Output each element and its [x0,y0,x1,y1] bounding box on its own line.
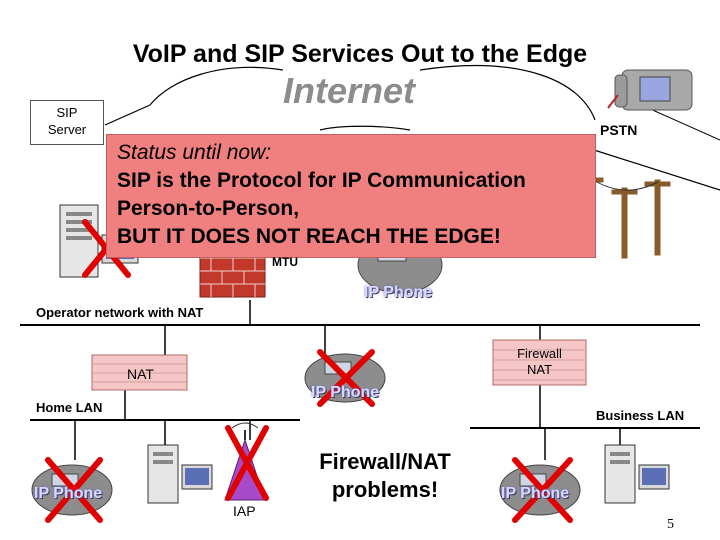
pstn-phone-icon [607,69,693,111]
business-lan-label: Business LAN [596,408,685,423]
internet-cloud-arc-left [149,66,284,106]
business-fw-nat-box [492,339,587,386]
firewall-nat-label: Firewall NAT [517,346,562,377]
business-pc-icon [604,444,670,504]
pstn-line-right [593,149,720,191]
status-line-protocol: SIP is the Protocol for IP Communication [117,169,526,192]
sip-server-label: SIP Server [30,100,104,145]
internet-cloud-arc-right [419,65,596,121]
status-heading: Status until now: [117,141,272,164]
ip-phone-label-home: IP Phone [34,485,103,502]
operator-network-label: Operator network with NAT [36,305,204,320]
ip-phone-label-middle: IP Phone [311,384,380,401]
status-box: Status until now: SIP is the Protocol fo… [106,134,596,258]
home-pc-icon [147,444,213,504]
ip-phone-label-business: IP Phone [501,485,570,502]
mtu-label: MTU [272,255,298,269]
internet-label: Internet [283,70,416,111]
status-line-edge: BUT IT DOES NOT REACH THE EDGE! [117,225,501,248]
cross-icon-home-phone [45,457,103,523]
cross-icon-middle-phone [317,349,375,407]
sip-server-link [104,104,151,126]
status-line-person: Person-to-Person, [117,197,300,220]
home-lan-label: Home LAN [36,400,103,415]
page-number: 5 [667,517,674,532]
iap-label: IAP [233,503,256,519]
firewall-problems-text: Firewall/NAT problems! [319,449,451,502]
ip-phone-label-top: IP Phone [364,284,433,301]
cross-icon-iap [225,425,269,501]
home-nat-box [91,354,188,391]
nat-label: NAT [127,366,154,382]
page-title: VoIP and SIP Services Out to the Edge [132,40,588,68]
internet-arc-inner [319,125,411,131]
cross-icon-business-phone [512,457,573,523]
pstn-label: PSTN [600,122,638,138]
